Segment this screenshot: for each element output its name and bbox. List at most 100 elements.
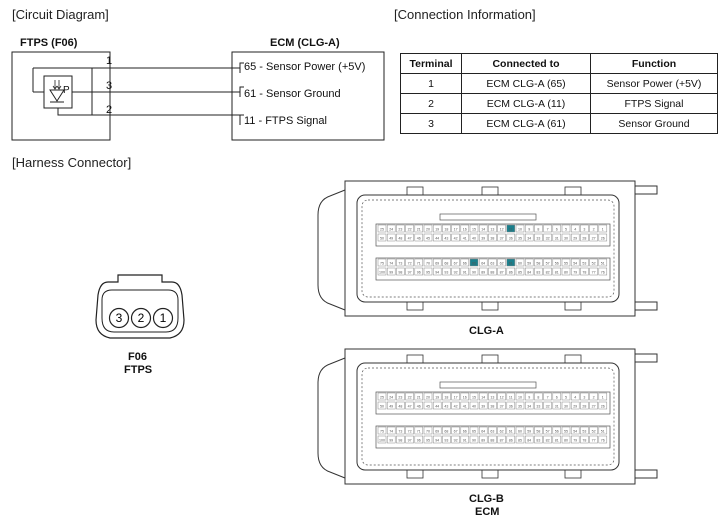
- ecm-pin-cell: [497, 224, 506, 233]
- ecm-pin-number: 9: [528, 227, 530, 231]
- ecm-pin-cell: [423, 233, 433, 242]
- ecm-pin-cell: [561, 258, 571, 267]
- ecm-pin-cell: [543, 233, 552, 242]
- ecm-pin-cell: [552, 435, 562, 444]
- ecm-line-11: 11 - FTPS Signal: [244, 115, 327, 127]
- ecm-pin-cell: [589, 392, 598, 401]
- ecm-pin-cell: [534, 258, 543, 267]
- ecm-pin-number: 74: [389, 429, 393, 433]
- f06-pin-num: 2: [138, 311, 145, 325]
- ecm-pin-number: 30: [564, 236, 568, 240]
- ecm-pin-number: 5: [565, 227, 567, 231]
- ecm-pin-cell: [488, 267, 497, 276]
- ecm-pin-number: 41: [463, 404, 467, 408]
- ecm-pin-cell: [580, 258, 589, 267]
- ecm-pin-number: 8: [537, 227, 539, 231]
- ecm-pin-cell: [488, 435, 497, 444]
- ecm-pin-number: 4: [574, 227, 576, 231]
- ecm-pin-number: 7: [547, 227, 549, 231]
- ecm-pin-number: 83: [536, 270, 540, 274]
- ecm-pin-cell: [598, 401, 608, 410]
- ecm-pin-number: 100: [379, 270, 385, 274]
- ecm-pin-number: 76: [601, 270, 605, 274]
- ecm-pin-number: 67: [454, 261, 458, 265]
- ecm-pin-number: 19: [435, 227, 439, 231]
- ecm-pin-cell: [515, 233, 525, 242]
- ecm-pin-number: 37: [500, 404, 504, 408]
- ecm-pin-cell: [460, 224, 470, 233]
- ecm-pin-number: 2: [593, 395, 595, 399]
- sensor-letter: P: [63, 85, 70, 96]
- ecm-pin-number: 42: [454, 404, 458, 408]
- ecm-pin-number: 33: [536, 404, 540, 408]
- ecm-pin-number: 47: [408, 236, 412, 240]
- ecm-pin-number: 68: [444, 429, 448, 433]
- ecm-pin-cell: [570, 426, 580, 435]
- ecm-pin-cell: [423, 267, 433, 276]
- ecm-pin-number: 87: [500, 270, 504, 274]
- ecm-pin-cell: [405, 426, 414, 435]
- ecm-pin-cell: [396, 401, 405, 410]
- ecm-pin-number: 44: [435, 404, 439, 408]
- ecm-pin-number: 61: [509, 261, 513, 265]
- ecm-pin-cell: [488, 224, 497, 233]
- ecm-pin-number: 27: [592, 404, 596, 408]
- ecm-pin-cell: [414, 233, 424, 242]
- ecm-pin-number: 71: [417, 429, 421, 433]
- ecm-pin-number: 56: [555, 429, 559, 433]
- ecm-pin-cell: [460, 267, 470, 276]
- ecm-pin-number: 25: [380, 227, 384, 231]
- ecm-pin-cell: [524, 267, 534, 276]
- ecm-pin-cell: [552, 392, 562, 401]
- ecm-pin-number: 81: [555, 270, 559, 274]
- ecm-pin-number: 37: [500, 236, 504, 240]
- ecm-title: ECM (CLG-A): [270, 37, 340, 49]
- ecm-pin-cell: [451, 401, 460, 410]
- ecm-pin-cell: [497, 392, 506, 401]
- ecm-pin-cell: [570, 233, 580, 242]
- ecm-pin-number: 24: [389, 227, 393, 231]
- ecm-pin-cell: [497, 426, 506, 435]
- ecm-pin-cell: [515, 224, 525, 233]
- ecm-pin-number: 52: [592, 429, 596, 433]
- ecm-pin-number: 56: [555, 261, 559, 265]
- ecm-pin-cell: [432, 258, 442, 267]
- ecm-pin-number: 92: [454, 438, 458, 442]
- ecm-pin-cell: [442, 233, 451, 242]
- ecm-pin-cell: [469, 233, 479, 242]
- ecm-pin-cell: [460, 258, 470, 267]
- table-cell: Sensor Ground: [590, 113, 718, 134]
- table-cell: Sensor Power (+5V): [590, 73, 718, 94]
- ecm-pin-cell: [405, 401, 414, 410]
- ecm-pin-number: 88: [490, 438, 494, 442]
- f06-outline: [95, 274, 185, 339]
- ecm-pin-number: 46: [417, 236, 421, 240]
- ecm-pin-cell: [506, 267, 516, 276]
- ecm-pin-number: 29: [573, 236, 577, 240]
- ecm-pin-number: 97: [408, 438, 412, 442]
- ecm-pin-number: 34: [527, 236, 531, 240]
- ecm-pin-number: 97: [408, 270, 412, 274]
- ecm-pin-number: 70: [426, 429, 430, 433]
- ecm-pin-cell: [506, 233, 516, 242]
- ecm-pin-cell: [497, 435, 506, 444]
- ecm-pin-cell: [506, 258, 516, 267]
- ecm-pin-cell: [580, 401, 589, 410]
- ecm-pin-number: 94: [435, 270, 439, 274]
- ecm-pin-number: 95: [426, 270, 430, 274]
- ecm-pin-cell: [580, 224, 589, 233]
- ecm-pin-number: 52: [592, 261, 596, 265]
- ecm-pin-number: 8: [537, 395, 539, 399]
- ecm-pin-number: 90: [472, 438, 476, 442]
- ecm-pin-number: 24: [389, 395, 393, 399]
- ecm-pin-cell: [561, 426, 571, 435]
- ecm-pin-number: 55: [564, 429, 568, 433]
- ecm-pin-number: 83: [536, 438, 540, 442]
- ecm-pin-cell: [561, 392, 571, 401]
- ecm-pin-cell: [589, 224, 598, 233]
- ecm-pin-number: 21: [417, 227, 421, 231]
- ecm-pin-number: 18: [444, 395, 448, 399]
- ecm-pin-cell: [497, 233, 506, 242]
- ecm-pin-cell: [506, 392, 516, 401]
